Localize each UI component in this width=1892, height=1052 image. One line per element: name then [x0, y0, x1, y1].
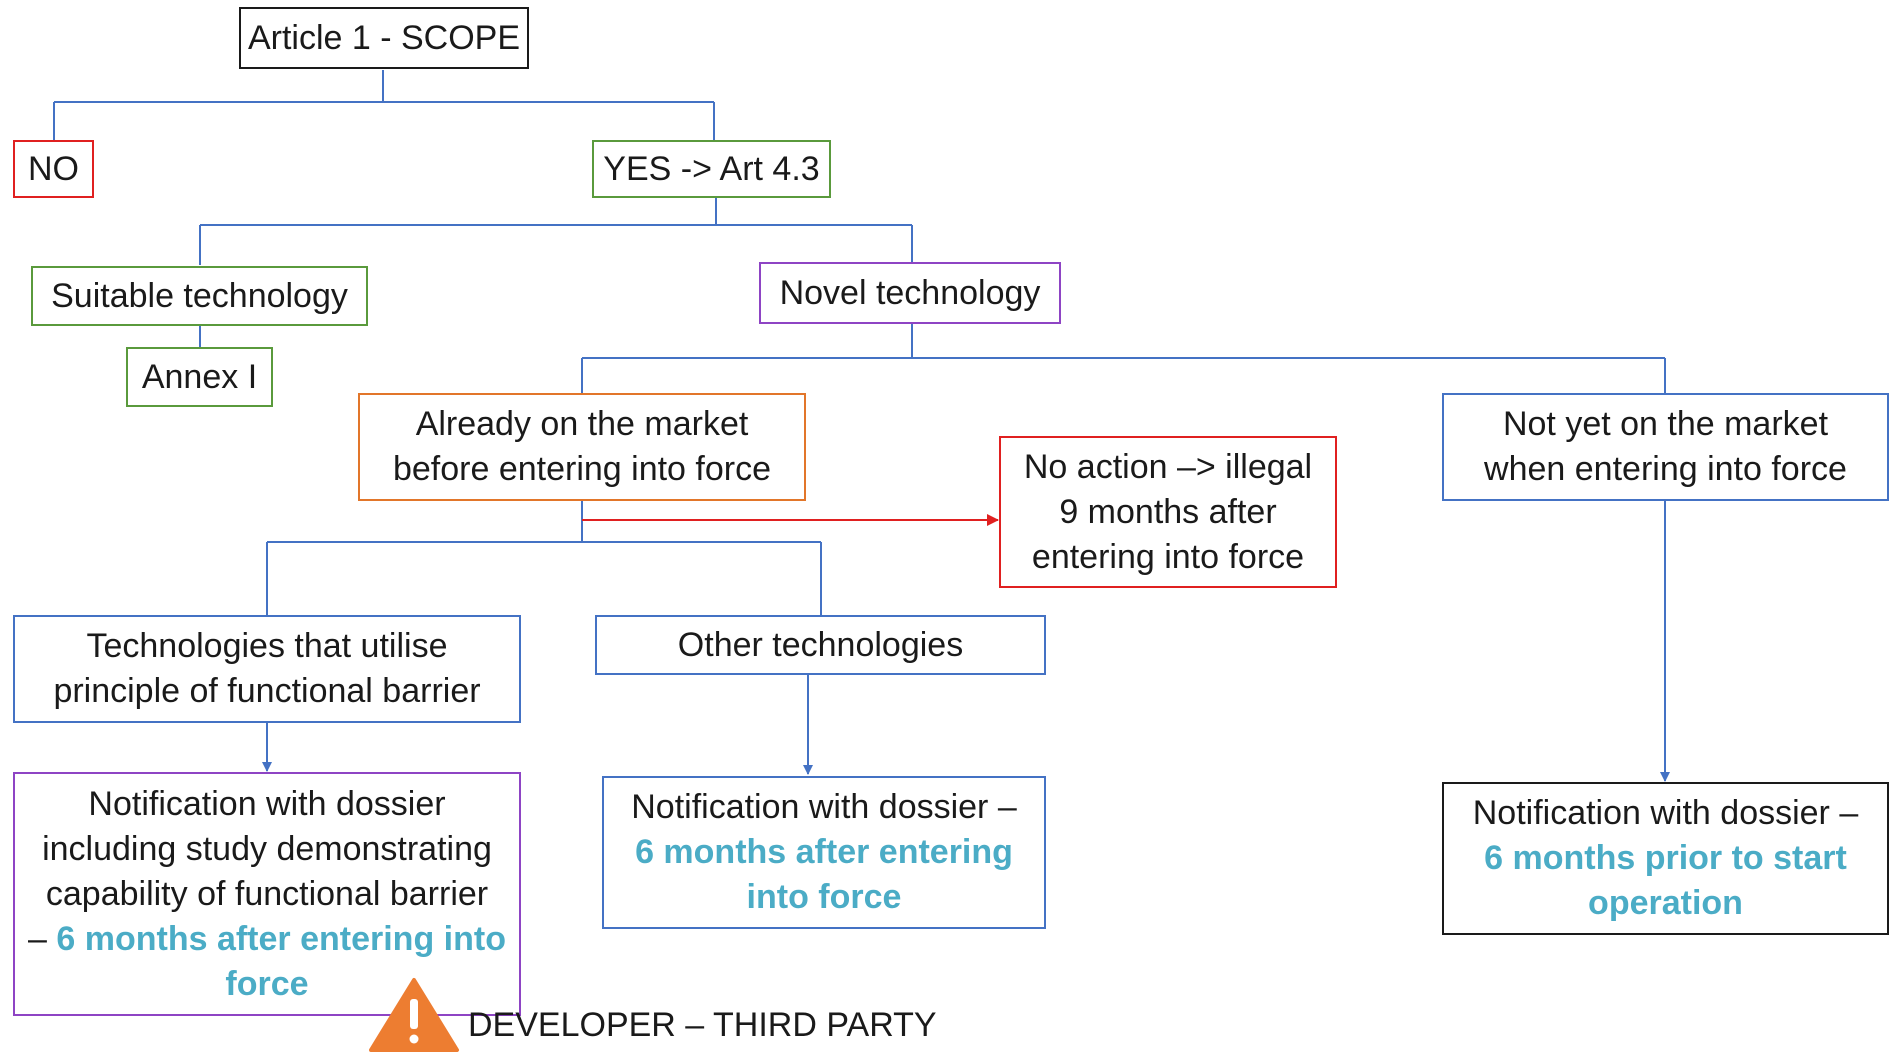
- node-no-action: No action –> illegal 9 months after ente…: [999, 436, 1337, 588]
- connector-already-split: [266, 500, 822, 615]
- node-notification-new: Notification with dossier – 6 months pri…: [1442, 782, 1889, 935]
- node-notification-functional-barrier: Notification with dossier including stud…: [13, 772, 521, 1016]
- node-notification-other: Notification with dossier – 6 months aft…: [602, 776, 1046, 929]
- node-no: NO: [13, 140, 94, 198]
- node-scope: Article 1 - SCOPE: [239, 7, 529, 69]
- node-already-on-market: Already on the market before entering in…: [358, 393, 806, 501]
- connector-yes-split: [199, 198, 913, 265]
- node-suitable-technology: Suitable technology: [31, 266, 368, 326]
- node-functional-barrier: Technologies that utilise principle of f…: [13, 615, 521, 723]
- node-other-technologies: Other technologies: [595, 615, 1046, 675]
- connector-novel-split: [581, 324, 1666, 393]
- connector-scope-split: [53, 70, 715, 140]
- node-not-yet-on-market: Not yet on the market when entering into…: [1442, 393, 1889, 501]
- node-novel-technology: Novel technology: [759, 262, 1061, 324]
- node-yes: YES -> Art 4.3: [592, 140, 831, 198]
- warning-triangle-icon: [369, 978, 459, 1052]
- node-annex: Annex I: [126, 347, 273, 407]
- developer-third-party-label: DEVELOPER – THIRD PARTY: [468, 1006, 937, 1044]
